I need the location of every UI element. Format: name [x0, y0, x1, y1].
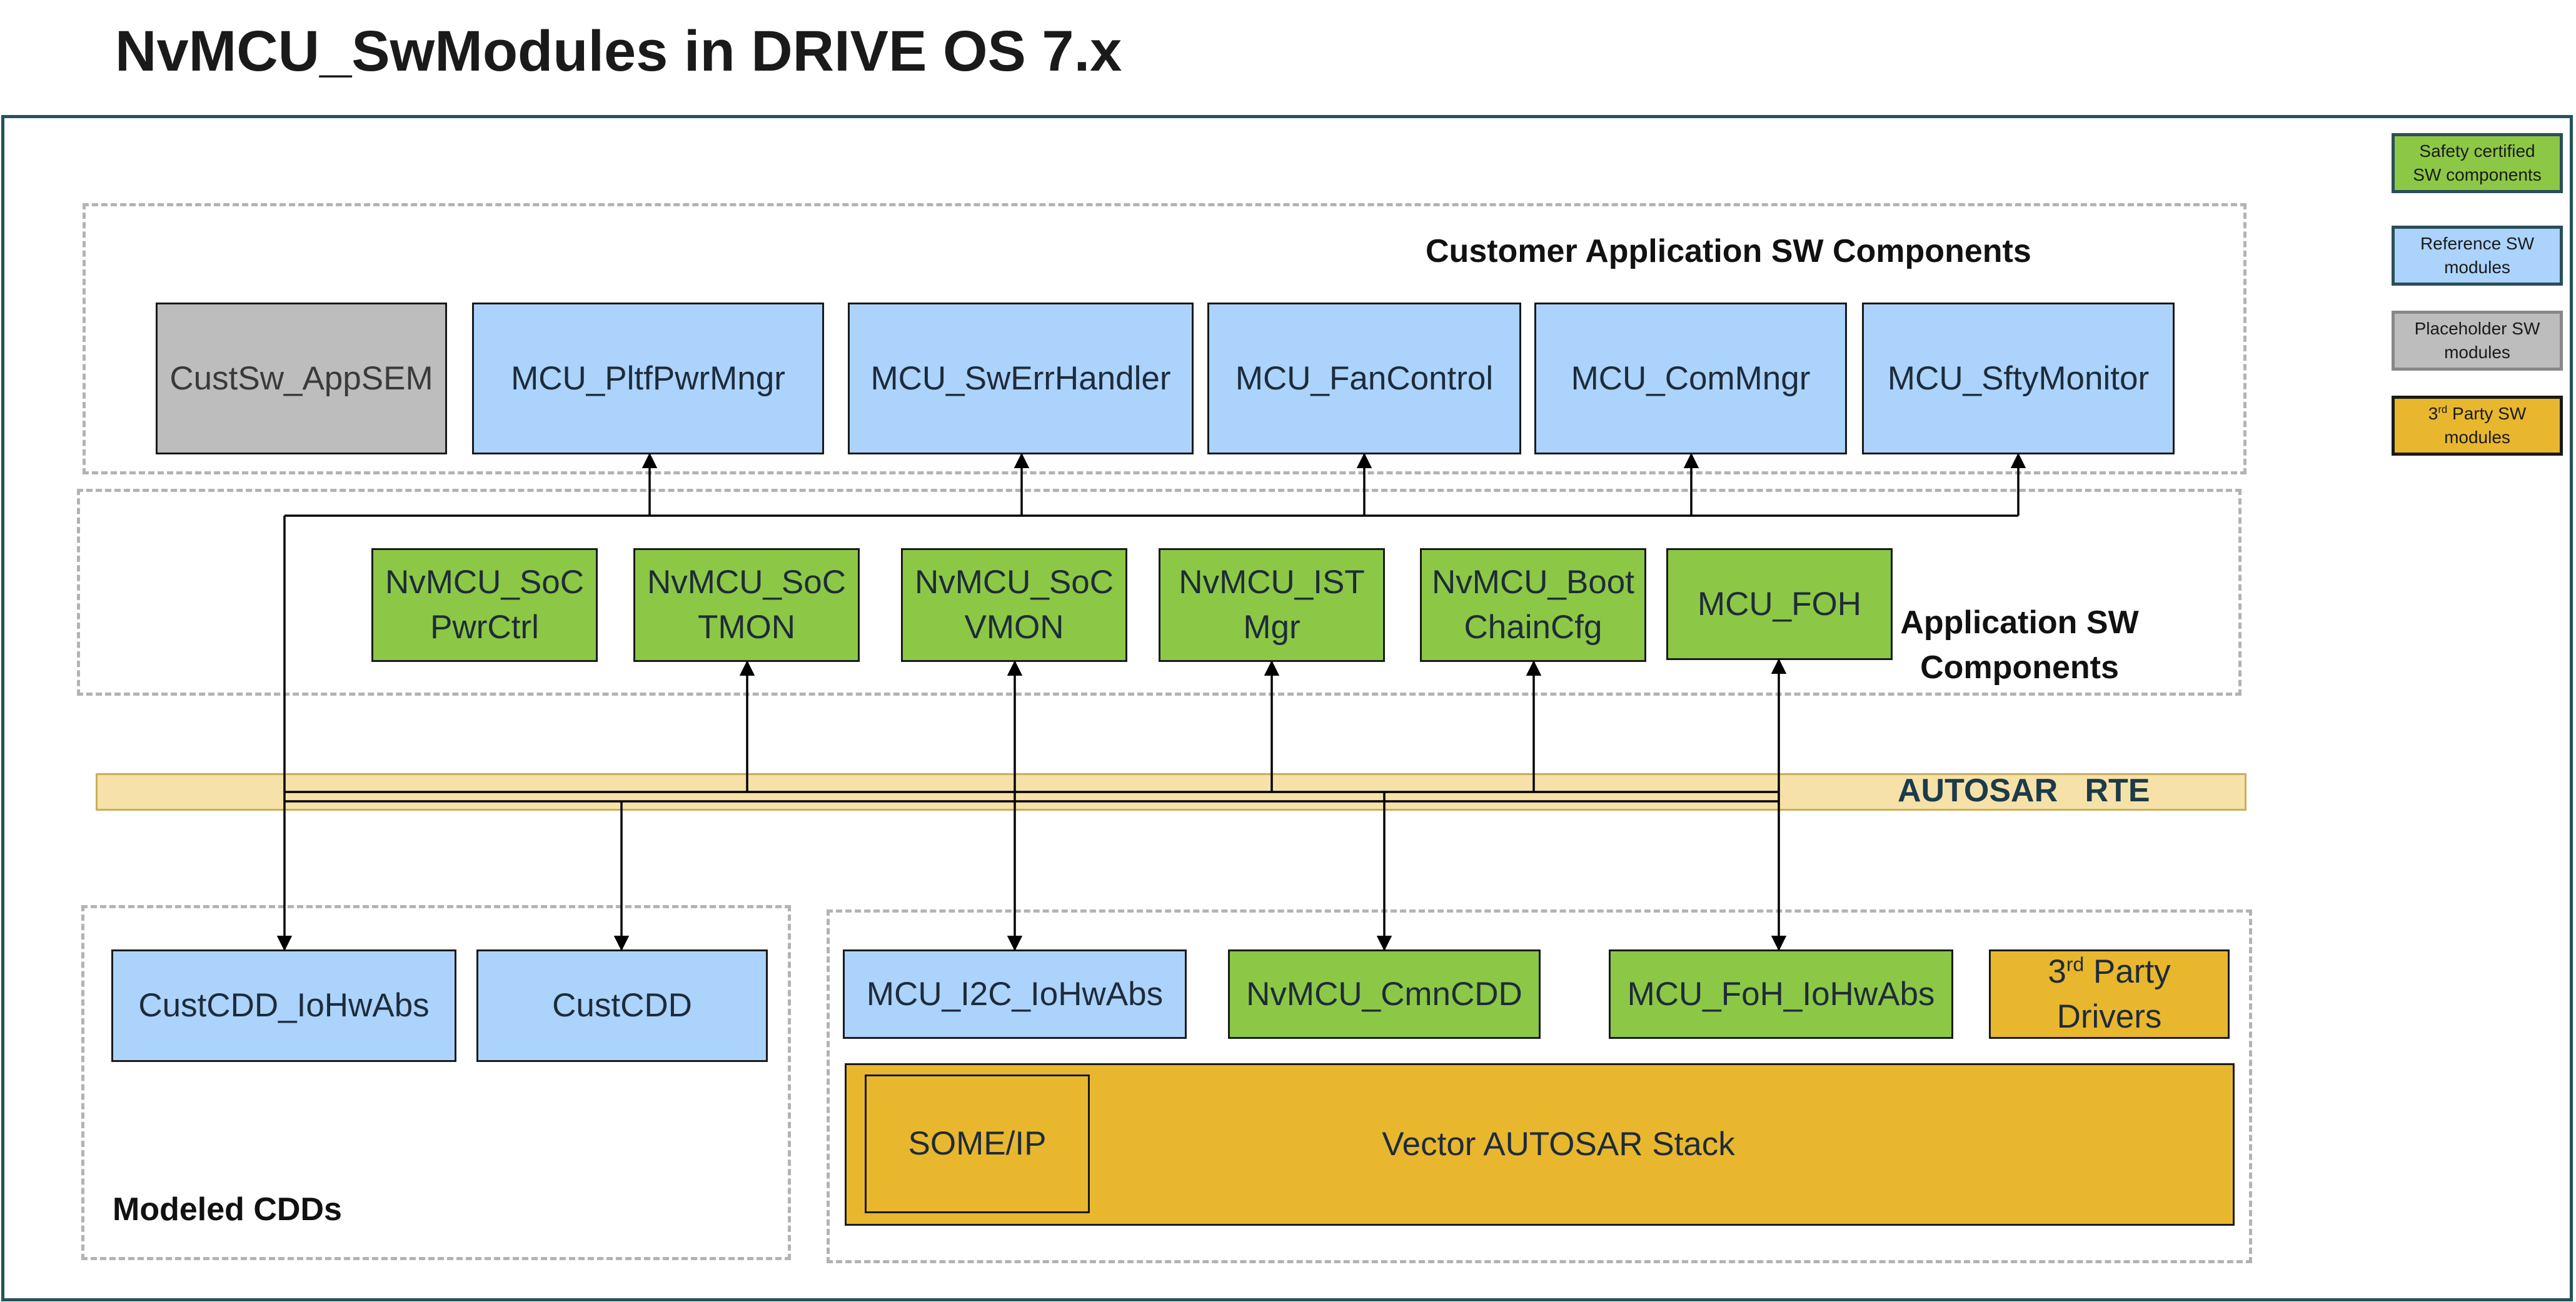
nvmcu-boot-chaincfg-box[interactable]: NvMCU_Boot ChainCfg: [1420, 548, 1646, 662]
nvmcu-soc-pwrctrl-line1: NvMCU_SoC: [385, 564, 585, 601]
bsw-group: [827, 909, 2252, 1263]
diagram-frame: [1, 115, 2573, 1301]
autosar-rte-label: AUTOSAR RTE: [1898, 773, 2150, 809]
nvmcu-cmncdd-box[interactable]: NvMCU_CmnCDD: [1228, 949, 1541, 1039]
modeled-cdds-label: Modeled CDDs: [113, 1191, 342, 1228]
application-sw-label: Application SW Components: [1876, 600, 2163, 690]
nvmcu-boot-chaincfg-line1: NvMCU_Boot: [1432, 564, 1634, 601]
nvmcu-soc-tmon-line2: TMON: [697, 609, 796, 646]
legend-placeholder-line2: modules: [2444, 343, 2510, 362]
nvmcu-boot-chaincfg-line2: ChainCfg: [1464, 609, 1602, 646]
diagram-title: NvMCU_SwModules in DRIVE OS 7.x: [115, 19, 1122, 83]
customer-app-group: [83, 203, 2246, 474]
vector-autosar-stack-label: Vector AUTOSAR Stack: [1382, 1126, 1735, 1163]
nvmcu-ist-mgr-box[interactable]: NvMCU_IST Mgr: [1159, 548, 1385, 662]
custcdd-box[interactable]: CustCDD: [476, 949, 768, 1062]
mcu-i2c-iohwabs-box[interactable]: MCU_I2C_IoHwAbs: [843, 949, 1187, 1039]
legend-reference-line2: modules: [2444, 258, 2510, 277]
mcu-foh-iohwabs-box[interactable]: MCU_FoH_IoHwAbs: [1609, 949, 1953, 1039]
mcu-pltfpwrmngr-box[interactable]: MCU_PltfPwrMngr: [472, 303, 824, 454]
legend-safety-line1: Safety certified: [2419, 141, 2535, 161]
nvmcu-soc-vmon-line2: VMON: [964, 609, 1064, 646]
legend-third-party-line2: modules: [2444, 428, 2510, 447]
legend-placeholder: Placeholder SW modules: [2392, 311, 2563, 371]
legend-safety-line2: SW components: [2413, 165, 2542, 184]
application-sw-label-line1: Application SW: [1900, 604, 2139, 641]
nvmcu-soc-pwrctrl-box[interactable]: NvMCU_SoC PwrCtrl: [371, 548, 598, 662]
someip-box[interactable]: SOME/IP: [865, 1074, 1090, 1213]
legend-third-party-line1: 3rd Party SW: [2428, 403, 2527, 424]
legend-reference-line1: Reference SW: [2420, 234, 2535, 254]
legend-reference: Reference SW modules: [2392, 226, 2563, 286]
nvmcu-soc-tmon-line1: NvMCU_SoC: [647, 564, 847, 601]
nvmcu-soc-tmon-box[interactable]: NvMCU_SoC TMON: [633, 548, 860, 662]
third-party-drivers-line1: 3rd Party: [2048, 953, 2171, 990]
mcu-fancontrol-box[interactable]: MCU_FanControl: [1207, 303, 1521, 454]
legend-placeholder-line1: Placeholder SW: [2414, 319, 2540, 339]
application-sw-label-line2: Components: [1920, 649, 2119, 686]
custsw-appsem-box[interactable]: CustSw_AppSEM: [156, 303, 447, 454]
third-party-drivers-line2: Drivers: [2056, 998, 2162, 1035]
nvmcu-ist-mgr-line2: Mgr: [1243, 609, 1301, 646]
nvmcu-soc-pwrctrl-line2: PwrCtrl: [430, 609, 539, 646]
nvmcu-soc-vmon-line1: NvMCU_SoC: [914, 564, 1114, 601]
mcu-commngr-box[interactable]: MCU_ComMngr: [1534, 303, 1847, 454]
modeled-cdds-group: [81, 905, 791, 1260]
third-party-drivers-box[interactable]: 3rd Party Drivers: [1989, 949, 2230, 1039]
legend-safety-certified: Safety certified SW components: [2392, 133, 2563, 193]
nvmcu-ist-mgr-line1: NvMCU_IST: [1179, 564, 1365, 601]
application-sw-group: [77, 489, 2241, 696]
legend-third-party: 3rd Party SW modules: [2392, 396, 2563, 456]
customer-app-label: Customer Application SW Components: [1426, 233, 2031, 269]
custcdd-iohwabs-box[interactable]: CustCDD_IoHwAbs: [111, 949, 456, 1062]
nvmcu-soc-vmon-box[interactable]: NvMCU_SoC VMON: [901, 548, 1127, 662]
